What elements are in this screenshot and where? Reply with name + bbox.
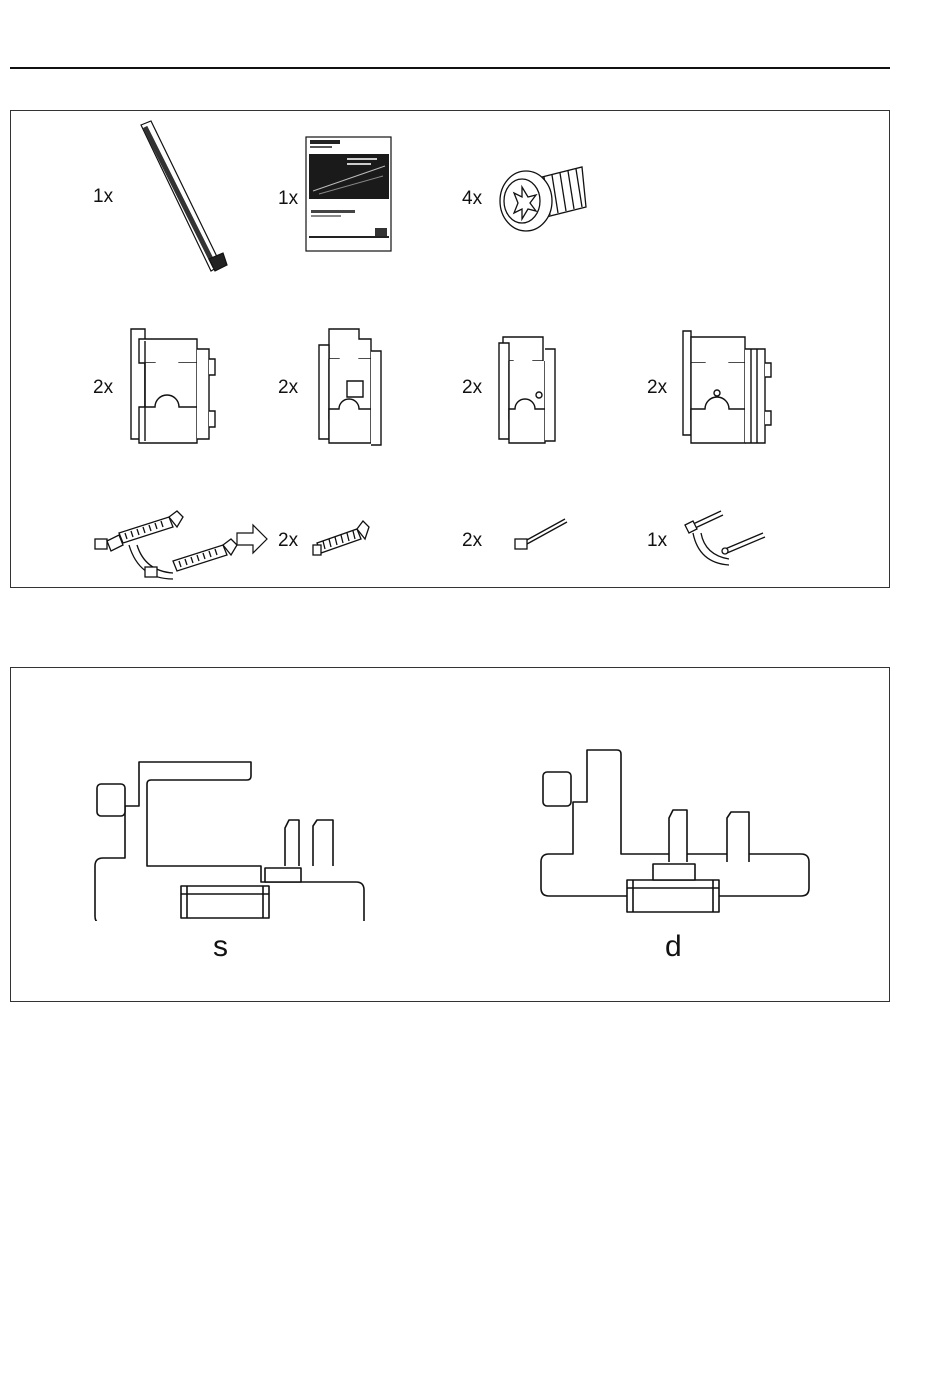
qty-label: 2x [462, 377, 482, 399]
holder-side-view-d-icon [531, 744, 816, 914]
cable-clamp-icon [673, 503, 773, 573]
qty-label: 2x [278, 530, 298, 552]
cable-holder-part-icon [311, 513, 377, 563]
qty-label: 1x [93, 186, 113, 208]
header-rule [10, 67, 890, 69]
qty-label: 4x [462, 188, 482, 210]
mounting-bracket-d-icon [677, 319, 777, 454]
qty-label: 1x [278, 188, 298, 210]
qty-label: 1x [647, 530, 667, 552]
qty-label: 2x [93, 377, 113, 399]
holder-side-view-s-icon [83, 756, 368, 921]
cable-holder-assembly-icon [89, 503, 269, 585]
label-s: s [213, 930, 228, 964]
orientation-panel: s d [10, 667, 890, 1002]
qty-label: 2x [278, 377, 298, 399]
pdu-strip-icon [131, 119, 241, 274]
pin-icon [511, 513, 571, 553]
qty-label: 2x [462, 530, 482, 552]
manual-booklet-icon [305, 136, 393, 254]
label-d: d [665, 930, 682, 964]
mounting-bracket-c-icon [493, 323, 568, 453]
torx-screw-icon [494, 157, 594, 247]
parts-panel: 1x 1x 4x 2x [10, 110, 890, 588]
qty-label: 2x [647, 377, 667, 399]
mounting-bracket-a-icon [125, 321, 225, 451]
mounting-bracket-b-icon [311, 321, 391, 456]
